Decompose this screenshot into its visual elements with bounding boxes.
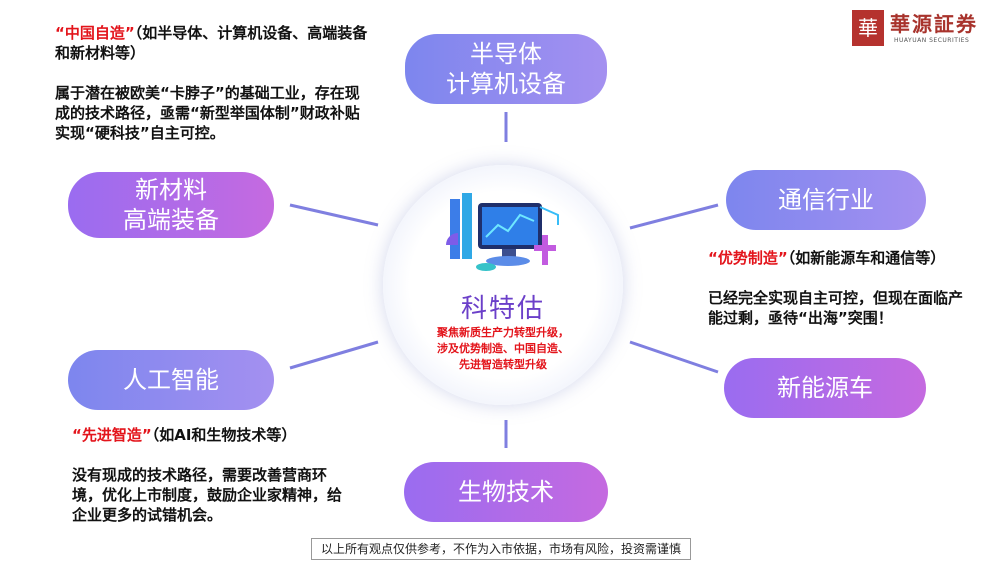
logo-english: HUAYUAN SECURITIES [894, 37, 970, 44]
center-subtitle: 聚焦新质生产力转型升级， 涉及优势制造、中国自造、 先进智造转型升级 [383, 325, 623, 373]
node-label: 生物技术 [458, 478, 554, 506]
note-china-made: “中国自造”（如半导体、计算机设备、高端装备和新材料等） 属于潜在被欧美“卡脖子… [55, 23, 373, 143]
note-body: 没有现成的技术路径，需要改善营商环境，优化上市制度，鼓励企业家精神，给企业更多的… [72, 466, 343, 524]
node-label: 通信行业 [778, 186, 874, 214]
tech-illustration-icon [446, 193, 559, 271]
center-subtitle-line: 聚焦新质生产力转型升级， [437, 326, 569, 339]
node-label: 人工智能 [123, 366, 219, 394]
note-highlight: “优势制造” [708, 249, 788, 267]
node-new-materials: 新材料 高端装备 [68, 172, 274, 238]
note-highlight: “中国自造” [55, 24, 135, 42]
node-label: 新能源车 [777, 374, 873, 402]
note-body: 属于潜在被欧美“卡脖子”的基础工业，存在现成的技术路径，亟需“新型举国体制”财政… [55, 84, 360, 142]
note-highlight: “先进智造” [72, 426, 152, 444]
node-nev: 新能源车 [724, 358, 926, 418]
center-subtitle-line: 涉及优势制造、中国自造、 [437, 342, 569, 355]
node-telecom: 通信行业 [726, 170, 926, 230]
center-title: 科特估 [460, 294, 545, 324]
note-body: 已经完全实现自主可控，但现在面临产能过剩，亟待“出海”突围！ [708, 289, 964, 327]
connector-left-top [289, 203, 379, 227]
node-biotech: 生物技术 [404, 462, 608, 522]
connector-right-bottom [629, 340, 719, 374]
logo-name: 華源証券 [890, 12, 978, 36]
note-examples: （如新能源车和通信等） [787, 249, 946, 267]
note-advanced: “先进智造”（如AI和生物技术等） 没有现成的技术路径，需要改善营商环境，优化上… [72, 425, 344, 525]
center-subtitle-line: 先进智造转型升级 [459, 358, 547, 371]
node-semiconductor: 半导体 计算机设备 [405, 34, 607, 104]
note-examples: （如半导体、计算机设备、高端装备和新材料等） [55, 24, 368, 62]
node-label: 新材料 [135, 176, 207, 204]
node-label: 半导体 [470, 40, 542, 68]
connector-right-top [629, 203, 719, 230]
node-label: 高端装备 [123, 206, 219, 234]
connector-left-bottom [289, 340, 379, 370]
node-label: 计算机设备 [446, 70, 566, 98]
company-logo: 華 華源証券 HUAYUAN SECURITIES [846, 4, 994, 52]
disclaimer: 以上所有观点仅供参考，不作为入市依据，市场有风险，投资需谨慎 [311, 538, 691, 560]
node-ai: 人工智能 [68, 350, 274, 410]
note-advantage: “优势制造”（如新能源车和通信等） 已经完全实现自主可控，但现在面临产能过剩，亟… [708, 248, 964, 328]
logo-mark: 華 [852, 10, 884, 46]
note-examples: （如AI和生物技术等） [151, 426, 297, 444]
